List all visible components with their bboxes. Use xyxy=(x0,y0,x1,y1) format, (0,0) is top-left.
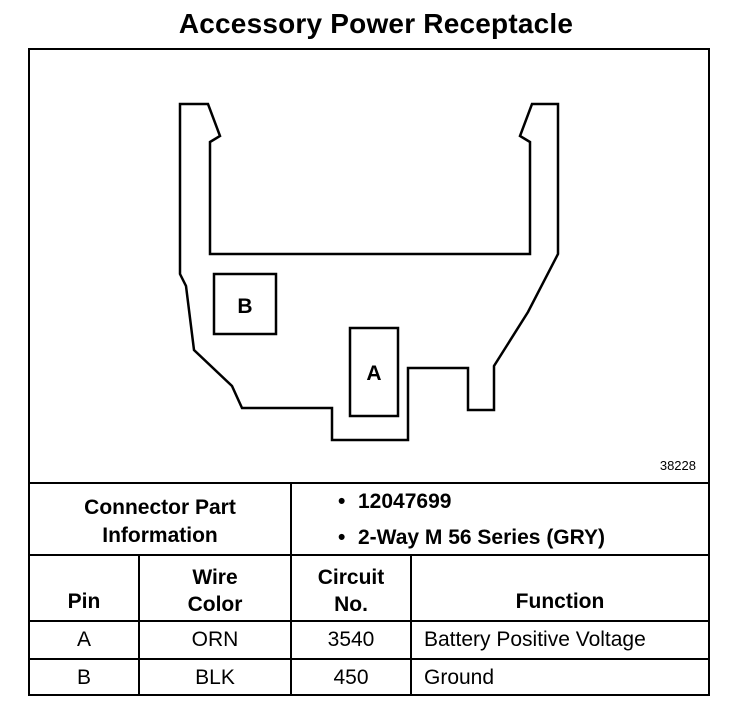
connector-part-info-line1: Connector Part xyxy=(84,496,236,519)
col-header-function: Function xyxy=(515,590,605,613)
terminal-b-label: B xyxy=(237,295,252,318)
connector-frame: B A 38228 Connector Part Information • 12… xyxy=(28,48,710,696)
table-cell-wire-color: ORN xyxy=(191,628,239,651)
divider-diagram xyxy=(30,482,708,484)
bullet-icon: • xyxy=(338,490,346,513)
table-cell-function: Ground xyxy=(424,666,495,689)
terminal-a-box xyxy=(348,326,400,418)
divider-col-circuit xyxy=(410,556,412,694)
table-cell-circuit: 450 xyxy=(333,666,369,689)
page-title: Accessory Power Receptacle xyxy=(178,8,574,39)
col-header-circuit-line2: No. xyxy=(334,593,368,616)
connector-part-info-line2: Information xyxy=(102,524,218,547)
bullet-icon: • xyxy=(338,526,346,549)
table-cell-pin: B xyxy=(76,666,91,689)
figure-id: 38228 xyxy=(659,458,696,473)
divider-row-a xyxy=(30,658,708,660)
col-header-wire-line1: Wire xyxy=(192,566,238,589)
terminal-a-label: A xyxy=(366,362,381,385)
col-header-wire-color: Wire Color xyxy=(140,564,290,618)
part-number: 12047699 xyxy=(358,490,452,513)
col-header-circuit: Circuit No. xyxy=(292,564,410,618)
terminal-b-box xyxy=(212,272,278,336)
divider-connector-info xyxy=(30,554,708,556)
divider-table-header xyxy=(30,620,708,622)
divider-col-pin xyxy=(138,556,140,694)
col-header-circuit-line1: Circuit xyxy=(317,566,385,589)
col-header-wire-line2: Color xyxy=(187,593,243,616)
connector-outline xyxy=(178,102,560,442)
table-cell-circuit: 3540 xyxy=(327,628,375,651)
connector-series-item: • 2-Way M 56 Series (GRY) xyxy=(338,526,605,550)
connector-series: 2-Way M 56 Series (GRY) xyxy=(358,526,606,549)
table-cell-wire-color: BLK xyxy=(195,666,235,689)
connector-part-info-label: Connector Part Information xyxy=(30,494,290,550)
table-cell-pin: A xyxy=(76,628,91,651)
col-header-pin: Pin xyxy=(67,590,101,613)
connector-face-diagram: B A xyxy=(178,102,560,442)
divider-col-connector xyxy=(290,484,292,694)
part-number-item: • 12047699 xyxy=(338,490,451,514)
table-cell-function: Battery Positive Voltage xyxy=(424,628,646,651)
